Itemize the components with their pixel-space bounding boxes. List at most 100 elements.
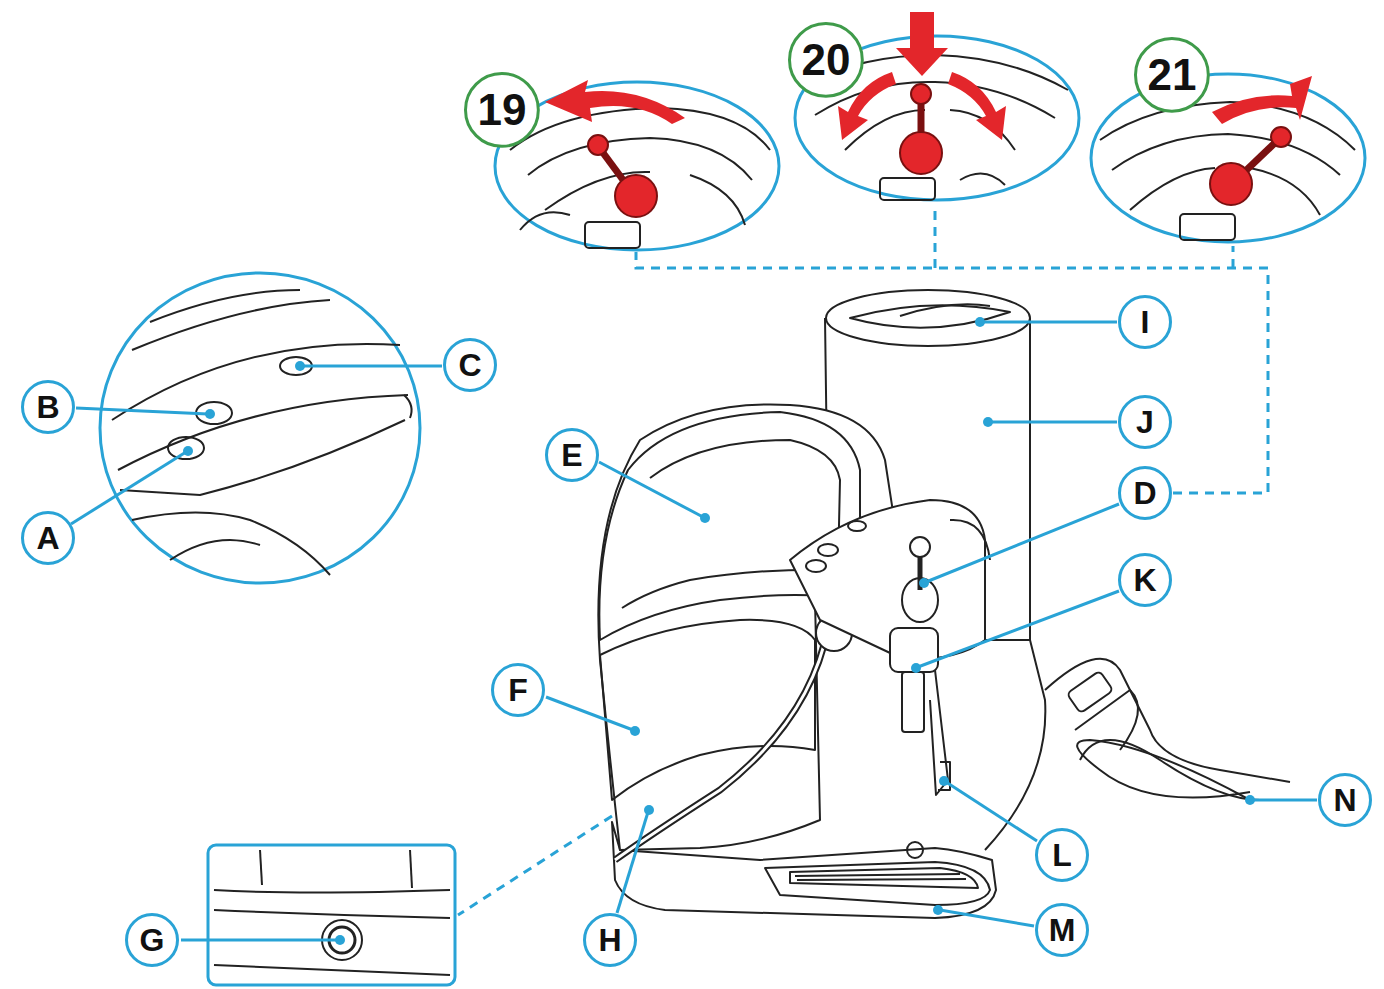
detail-view [118,395,408,470]
leader-line [939,776,949,786]
callout-circle-outline [1320,775,1371,826]
coffee-machine [848,521,866,531]
leader-line [975,317,985,327]
detail-inset [214,910,450,918]
lever [900,132,942,174]
zoom-view [1091,74,1365,242]
callout-letter-text: K [1133,564,1156,596]
coffee-machine [1080,740,1260,800]
callout-letter: K [1118,553,1172,607]
leader-line [71,452,186,524]
callout-circle-outline [1037,905,1088,956]
coffee-machine [1077,740,1250,800]
lever [911,84,931,104]
rotation-arrow [545,80,685,124]
lever [588,135,608,155]
zoom-view [950,110,1015,150]
callout-circle-outline [127,915,178,966]
callout-letter: M [1035,903,1089,957]
detail-inset [208,845,455,985]
leader-line [181,939,336,942]
callout-letter: D [1118,466,1172,520]
callout-letter: E [545,428,599,482]
coffee-machine [600,620,815,800]
callout-circle-outline [445,340,496,391]
callout-circle-outline [1120,397,1171,448]
detail-view [100,273,420,583]
rotation-arrow [1212,76,1312,124]
coffee-machine [890,628,938,672]
zoom-view [880,178,935,200]
dashed-guide [458,204,1268,915]
coffee-machine [615,628,828,860]
coffee-machine [1045,659,1290,782]
coffee-machine [850,305,1010,327]
detail-view [112,344,400,420]
zoom-view [510,108,770,150]
detail-view [168,437,204,459]
lever [588,135,657,217]
dashed-guide [934,204,937,268]
detail-view [132,513,330,576]
coffee-machine [598,290,1290,918]
step-number: 19 [464,72,540,148]
leader-line [918,591,1119,667]
callout-letter-text: J [1136,406,1154,438]
zoom-view [1180,214,1235,240]
zoom-view [795,36,1079,200]
leader-line [911,663,921,673]
leader-line [183,446,193,456]
leader-line [990,421,1117,424]
leader-line [933,905,943,915]
coffee-machine [902,672,924,732]
rotation-arrow [545,80,685,124]
leader-line [630,726,640,736]
leader-line [599,462,703,517]
dashed-guide [458,816,612,915]
zoom-view [795,36,1079,200]
leader-line [617,812,648,913]
detail-inset [214,890,450,893]
leader-line [335,935,345,945]
detail-view [132,300,330,350]
callout-circle-outline [466,74,539,147]
callout-letter: B [21,380,75,434]
callout-circle-outline [1120,555,1171,606]
step-number-text: 21 [1148,53,1197,97]
leader-line [71,317,1317,945]
coffee-machine [910,537,930,557]
callout-letter-text: N [1333,784,1356,816]
zoom-view [585,222,640,248]
detail-inset [208,845,455,985]
leader-line [546,697,633,730]
lever [1210,127,1291,205]
coffee-machine [765,862,990,905]
leader-line [946,782,1037,841]
step-number: 20 [788,22,864,98]
leader-line [1252,799,1317,802]
detail-view [170,540,260,560]
callout-letter: G [125,913,179,967]
callout-letter: H [583,913,637,967]
callout-circle-outline [547,430,598,481]
push-arrows [948,72,1006,140]
coffee-machine [1067,671,1114,714]
detail-inset [410,850,412,888]
callout-letter: J [1118,395,1172,449]
callout-letter-text: M [1049,914,1076,946]
callout-circle-outline [1136,39,1209,112]
step-number-text: 20 [802,38,851,82]
coffee-machine [826,290,1030,346]
callout-letter: I [1118,295,1172,349]
rotation-arrow [1212,76,1312,124]
callout-circle-outline [585,915,636,966]
callout-circle-outline [493,665,544,716]
coffee-machine [900,304,990,316]
dashed-guide [1232,246,1235,268]
detail-inset [214,965,450,975]
coffee-machine [790,500,985,660]
callout-circle-outline [23,382,74,433]
callout-circle-outline [790,24,863,97]
lever [615,175,657,217]
